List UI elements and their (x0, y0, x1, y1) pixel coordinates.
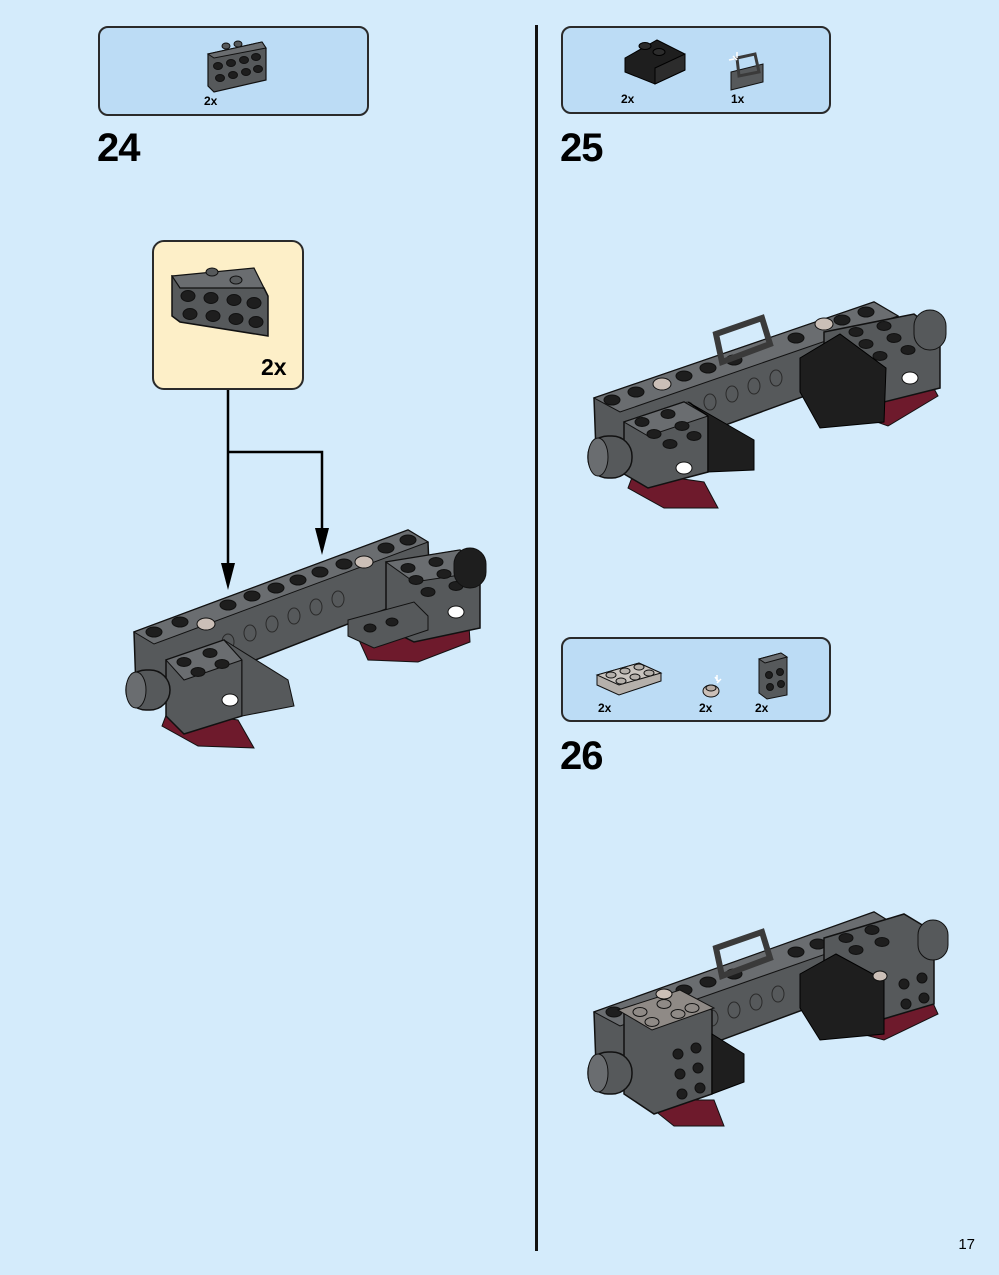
plate-2x3-part-icon (595, 662, 663, 696)
part-quantity: 2x (204, 94, 218, 108)
column-divider (535, 25, 538, 1251)
part-quantity: 2x (598, 701, 612, 715)
sub-assembly-callout: 2x (152, 240, 304, 390)
step-number: 26 (560, 734, 603, 778)
placement-arrows (221, 390, 329, 590)
slope-2x2-part-icon (624, 39, 686, 85)
step-25-parts-list: 2x 1x (561, 26, 831, 114)
bracket-2x2-callout-icon (170, 267, 269, 337)
handle-bar-part-icon (728, 52, 764, 91)
bracket-2x2-part-icon (206, 40, 267, 93)
part-quantity: 2x (699, 701, 713, 715)
round-stud-part-icon (702, 675, 722, 698)
step-number: 25 (560, 126, 603, 170)
step-25-model-assembly (587, 301, 947, 509)
callout-quantity: 2x (261, 354, 287, 380)
step-26-model-assembly (587, 911, 949, 1127)
bracket-2x2-part-icon (757, 652, 789, 700)
page-number: 17 (958, 1236, 975, 1253)
step-number: 24 (97, 126, 140, 170)
part-quantity: 2x (621, 92, 635, 106)
step-24-model-assembly (125, 529, 487, 749)
part-quantity: 1x (731, 92, 745, 106)
step-26-parts-list: 2x 2x 2x (561, 637, 831, 722)
part-quantity: 2x (755, 701, 769, 715)
step-24-parts-list: 2x (98, 26, 369, 116)
